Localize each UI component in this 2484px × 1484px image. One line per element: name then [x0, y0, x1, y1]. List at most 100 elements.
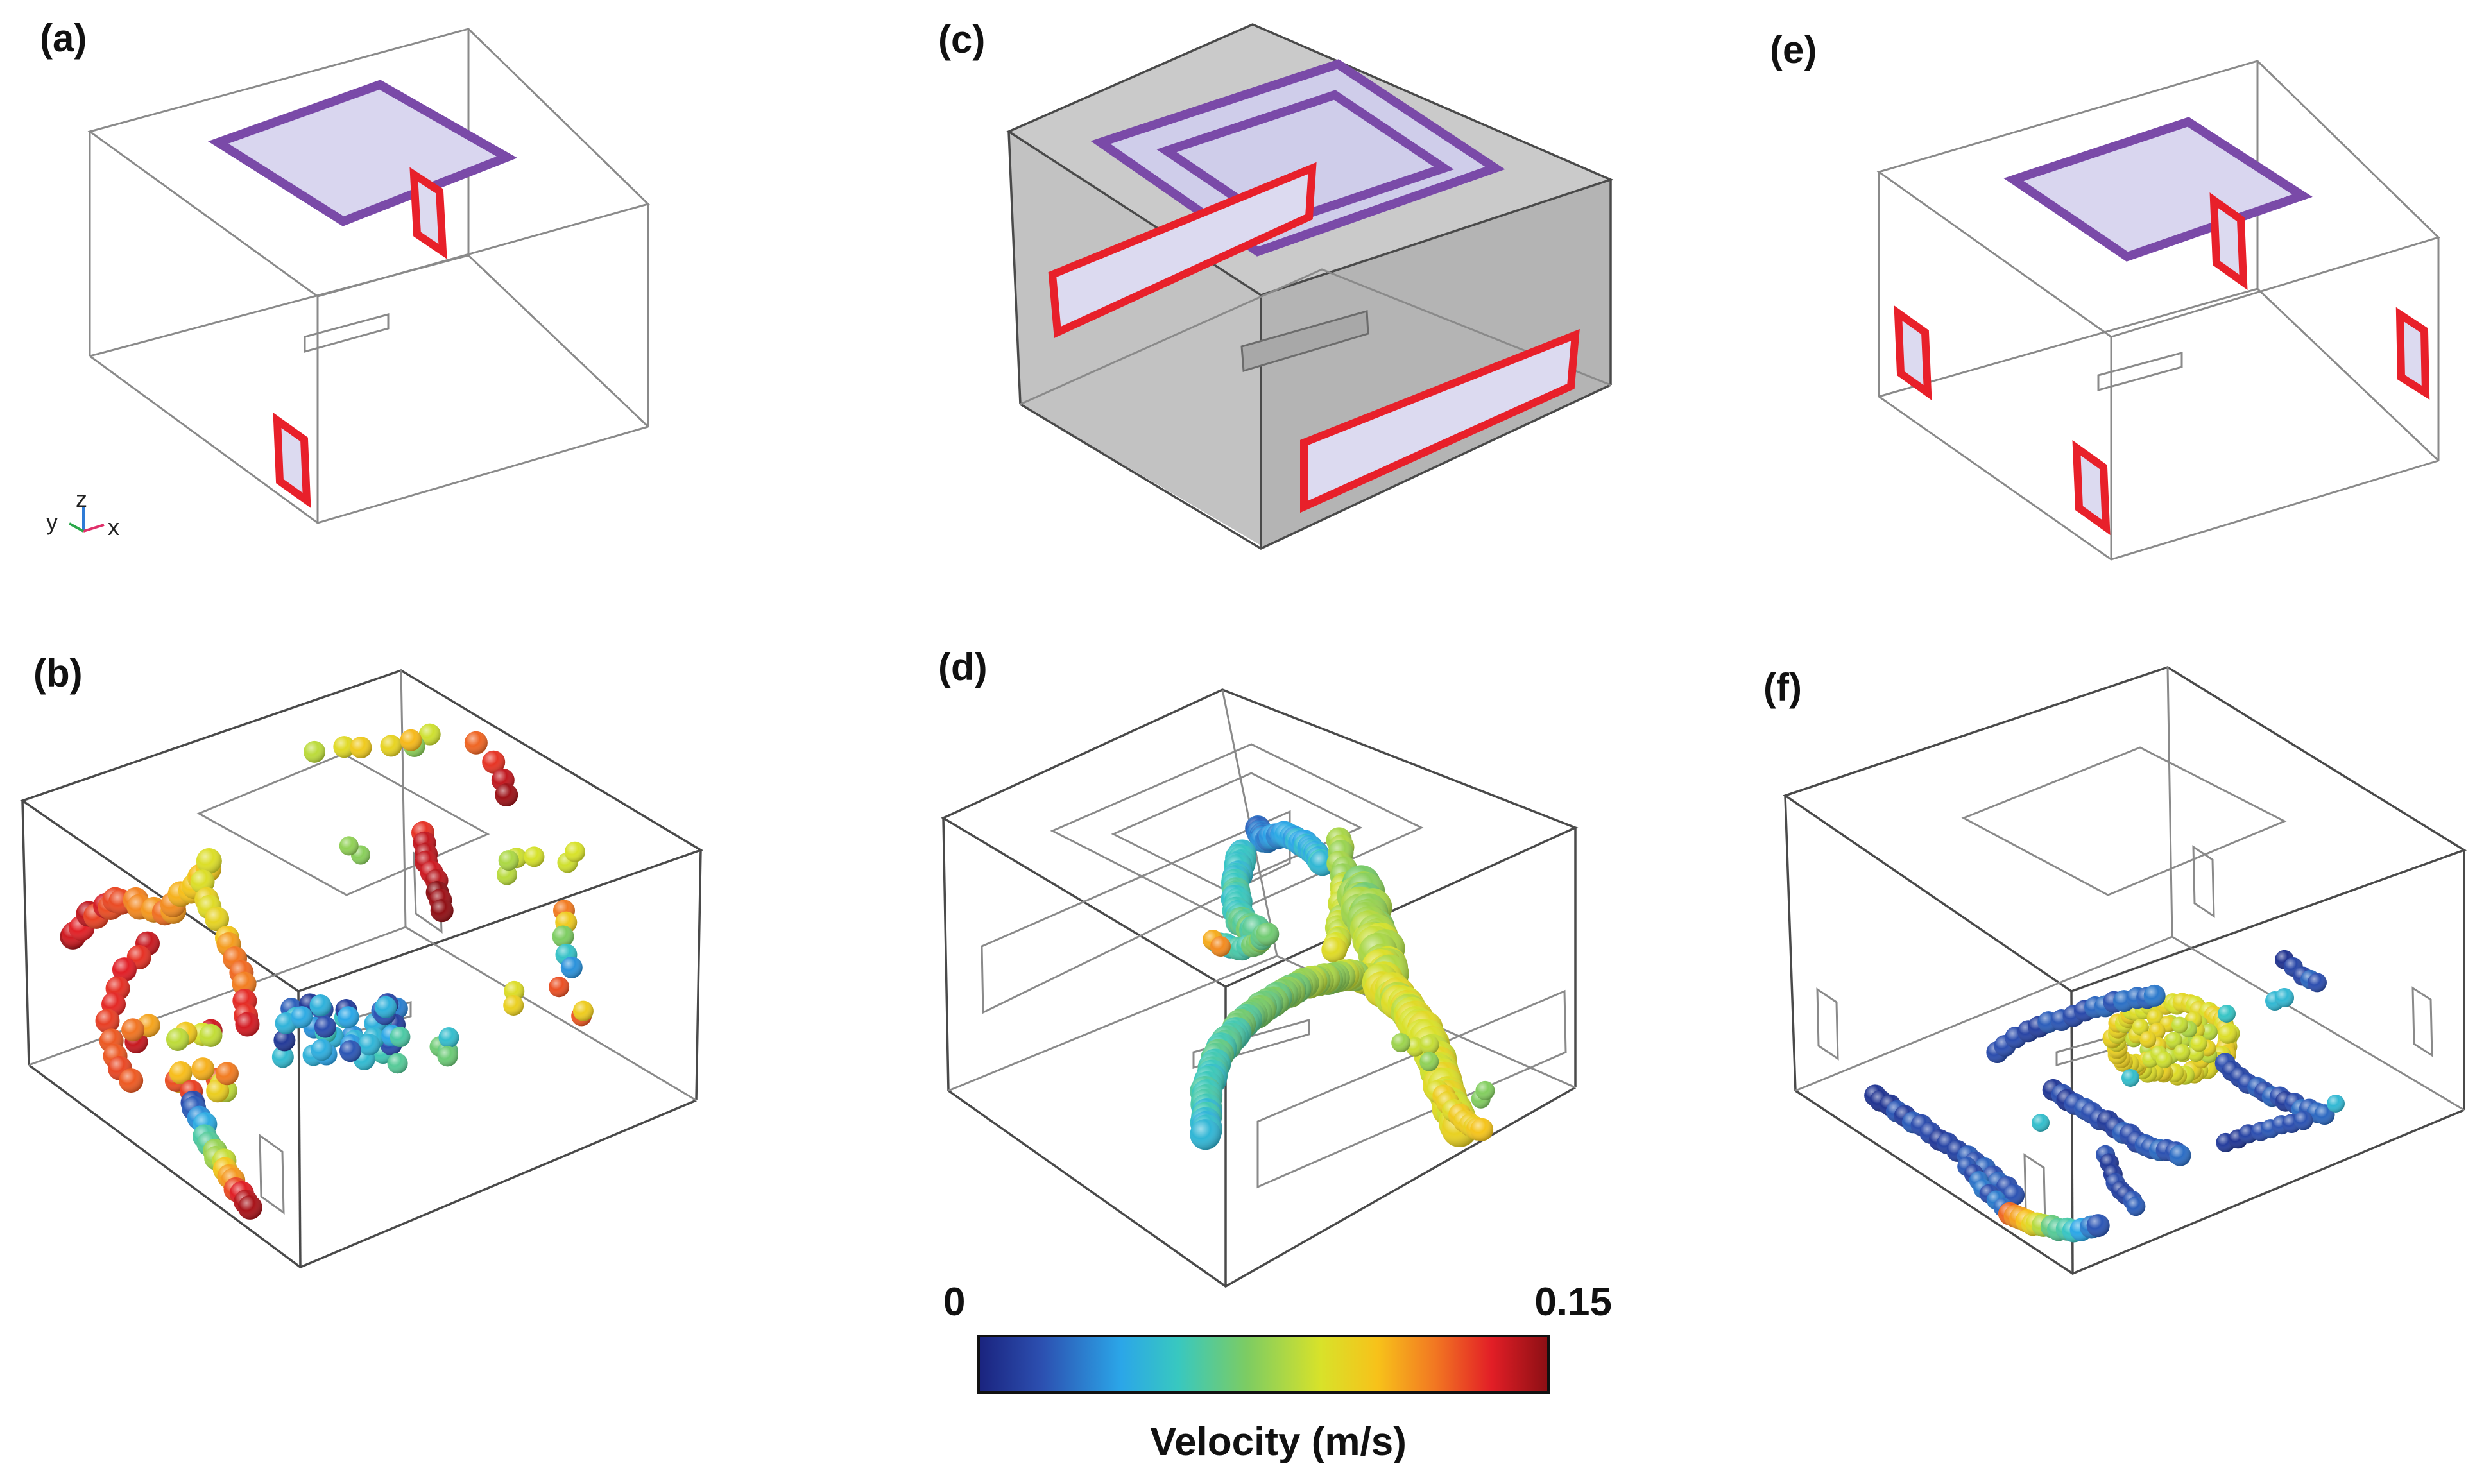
inlet-vent	[2072, 439, 2111, 536]
particle-shading	[273, 1029, 296, 1052]
particle-shading	[438, 1027, 459, 1048]
particle-shading	[206, 1079, 230, 1103]
particle-shading	[196, 848, 222, 874]
particle-shading	[205, 907, 230, 932]
particle-shading	[2275, 988, 2294, 1007]
panel-d-geometry	[941, 688, 1579, 1288]
panel-e-geometry	[1876, 60, 2440, 561]
particle-shading	[1419, 1035, 1439, 1055]
colorbar: 0 0.15 Velocity (m/s)	[943, 1280, 1612, 1464]
particle-shading	[380, 735, 402, 757]
particle-shading	[333, 736, 355, 758]
panel-f-particles	[1864, 950, 2345, 1243]
panel-c-geometry	[1006, 23, 1614, 550]
particle-shading	[387, 1053, 408, 1074]
particle-shading	[524, 846, 545, 867]
particle-shading	[121, 1018, 145, 1042]
particle-shading	[271, 1046, 294, 1068]
particle-shading	[2218, 1024, 2238, 1044]
colorbar-min-label: 0	[943, 1280, 965, 1324]
particle-shading	[95, 1009, 120, 1034]
particle-shading	[1475, 1080, 1495, 1100]
particle-shading	[2086, 1214, 2110, 1238]
particle-shading	[2307, 973, 2327, 993]
particle-shading	[237, 1195, 262, 1220]
particle-shading	[495, 783, 518, 807]
particle-shading	[503, 995, 524, 1016]
particle-shading	[235, 1012, 260, 1037]
panel-d-particles	[1190, 815, 1495, 1150]
particle-shading	[464, 731, 488, 755]
inlet-vent	[2395, 307, 2430, 400]
particle-shading	[498, 850, 519, 871]
inlet-vent	[1300, 328, 1580, 513]
particle-shading	[337, 1006, 359, 1028]
particle-shading	[430, 899, 454, 923]
particle-shading	[390, 1027, 411, 1048]
panel-label-e: (e)	[1770, 28, 1817, 71]
particle-shading	[2126, 1197, 2146, 1216]
particle-shading	[339, 836, 359, 856]
particle-shading	[437, 1046, 458, 1067]
particle-shading	[552, 925, 574, 948]
particle-shading	[350, 737, 372, 759]
particle-shading	[2139, 1031, 2157, 1048]
particle-shading	[1321, 937, 1348, 963]
particle-shading	[2173, 1044, 2191, 1061]
particle-shading	[166, 1027, 189, 1051]
inlet-vent	[1894, 305, 1932, 401]
colorbar-gradient	[977, 1335, 1550, 1394]
inlet-vent	[1048, 162, 1317, 339]
panel-label-a: (a)	[40, 17, 87, 60]
particle-shading	[2132, 1018, 2149, 1036]
particle-shading	[564, 841, 585, 862]
particle-shading	[112, 957, 137, 982]
particle-shading	[199, 1023, 223, 1047]
inlet-vent	[2209, 192, 2248, 291]
particle-shading	[291, 1006, 313, 1028]
particle-shading	[482, 750, 506, 774]
outlet-vent	[208, 80, 518, 226]
axis-y-label: y	[46, 509, 58, 535]
particle-shading	[191, 1057, 215, 1081]
particle-shading	[2327, 1095, 2345, 1113]
particle-shading	[2143, 984, 2166, 1007]
particle-shading	[572, 1000, 594, 1021]
particle-shading	[2032, 1114, 2050, 1132]
particle-shading	[2146, 1009, 2164, 1026]
particle-shading	[358, 1034, 381, 1056]
particle-shading	[309, 994, 332, 1016]
axis-z-label: z	[76, 486, 87, 512]
particle-shading	[2293, 1111, 2313, 1130]
particle-shading	[169, 1061, 193, 1085]
particle-shading	[2171, 1016, 2188, 1034]
panel-label-f: (f)	[1763, 666, 1802, 709]
inlet-vent	[273, 412, 311, 509]
axis-triad: y z x	[46, 486, 119, 540]
colorbar-max-label: 0.15	[1534, 1280, 1612, 1324]
particle-shading	[232, 971, 257, 996]
panel-a-geometry	[87, 28, 650, 524]
particle-shading	[2218, 1005, 2236, 1023]
panel-b-particles	[60, 723, 594, 1220]
particle-shading	[311, 1039, 333, 1061]
particle-shading	[400, 729, 422, 751]
panel-label-d: (d)	[938, 645, 988, 688]
panel-f-geometry	[1783, 666, 2467, 1275]
particle-shading	[314, 1016, 336, 1038]
particle-shading	[1419, 1052, 1439, 1071]
particle-shading	[2200, 1023, 2218, 1041]
particle-shading	[2155, 1052, 2173, 1069]
particle-shading	[375, 996, 397, 1018]
particle-shading	[418, 723, 441, 746]
particle-shading	[119, 1068, 144, 1093]
particle-shading	[2169, 1144, 2191, 1166]
colorbar-title: Velocity (m/s)	[1150, 1420, 1407, 1464]
particle-shading	[1470, 1118, 1494, 1141]
outlet-vent	[2003, 117, 2313, 262]
particle-shading	[2190, 1035, 2207, 1052]
particle-shading	[560, 956, 583, 978]
axis-x-label: x	[108, 514, 119, 540]
panel-label-b: (b)	[33, 652, 83, 695]
